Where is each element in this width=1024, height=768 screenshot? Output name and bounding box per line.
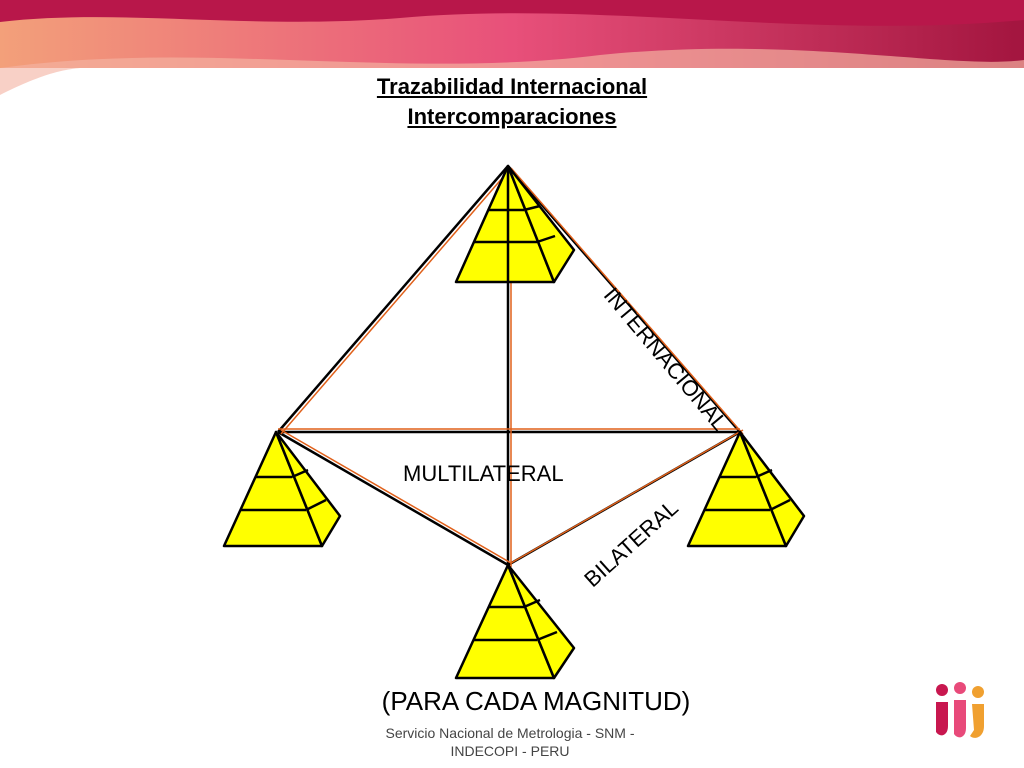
pyramid-right xyxy=(686,430,806,548)
page-title-line-1: Trazabilidad Internacional xyxy=(376,74,648,99)
footer-line-2: INDECOPI - PERU xyxy=(450,743,570,759)
footer-line-1: Servicio Nacional de Metrologia - SNM - xyxy=(385,725,635,741)
connection-lines xyxy=(277,165,744,567)
pyramid-top xyxy=(454,164,576,284)
header-banner xyxy=(0,0,1024,95)
page-title-line-2: Intercomparaciones xyxy=(407,104,617,129)
pyramid-left xyxy=(222,430,342,548)
organization-logo-icon xyxy=(936,682,984,738)
multilateral-label: MULTILATERAL xyxy=(403,461,564,486)
pyramid-bottom xyxy=(454,563,576,680)
footer-text: Servicio Nacional de Metrologia - SNM - … xyxy=(360,724,660,760)
magnitude-caption: (PARA CADA MAGNITUD) xyxy=(381,686,691,716)
